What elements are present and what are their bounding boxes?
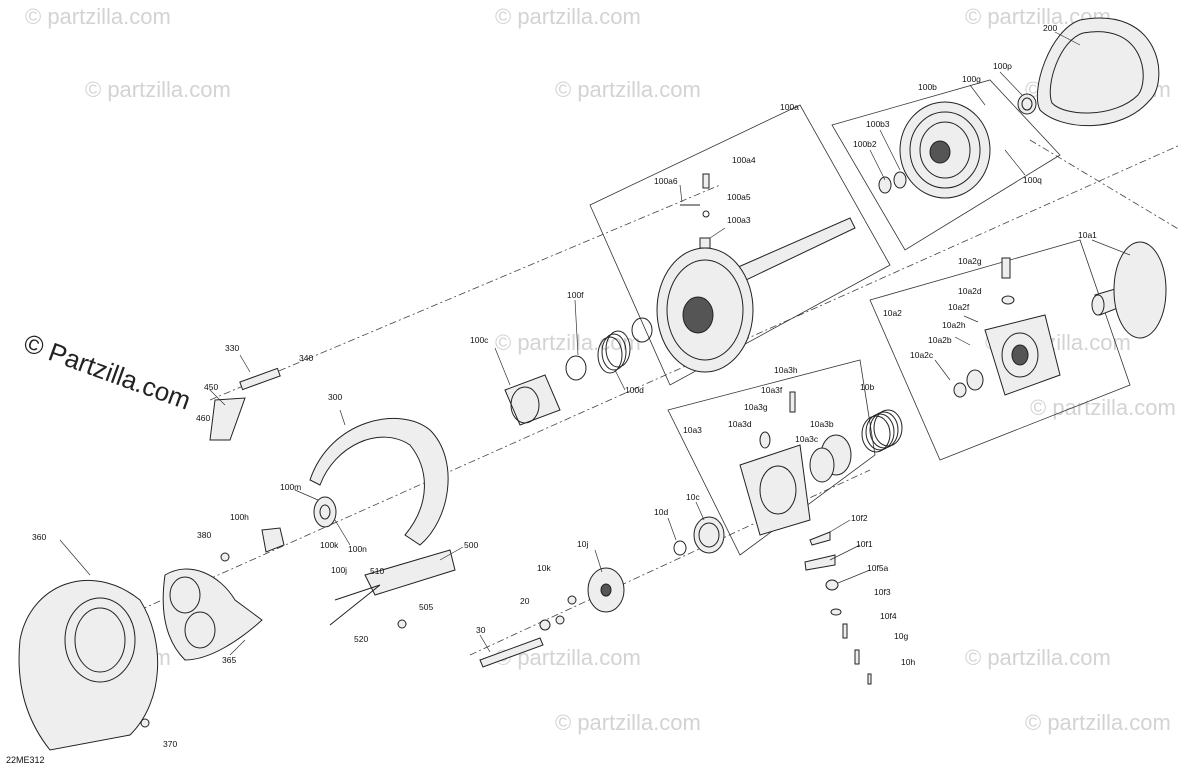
part-label-520: 520 (354, 634, 368, 644)
roller-housing (739, 391, 852, 536)
part-label-100n: 100n (348, 544, 367, 554)
part-label-100p: 100p (993, 61, 1012, 71)
part-label-10a3: 10a3 (683, 425, 702, 435)
part-label-10a1: 10a1 (1078, 230, 1097, 240)
part-label-100b3: 100b3 (866, 119, 890, 129)
part-label-10a2h: 10a2h (942, 320, 966, 330)
part-label-100a5: 100a5 (727, 192, 751, 202)
watermark: © partzilla.com (495, 4, 641, 29)
watermark: © partzilla.com (965, 645, 1111, 670)
part-label-100j: 100j (331, 565, 347, 575)
part-label-10a2b: 10a2b (928, 335, 952, 345)
part-label-100g: 100g (962, 74, 981, 84)
part-label-100a3: 100a3 (727, 215, 751, 225)
weights-stack (804, 531, 872, 685)
part-label-10g: 10g (894, 631, 908, 641)
part-label-10d: 10d (654, 507, 668, 517)
part-label-200: 200 (1043, 23, 1057, 33)
part-label-10b: 10b (860, 382, 874, 392)
part-label-370: 370 (163, 739, 177, 749)
part-label-10a3b: 10a3b (810, 419, 834, 429)
driven-cam (504, 317, 653, 426)
part-label-10j: 10j (577, 539, 588, 549)
watermark-main: © Partzilla.com (20, 327, 195, 415)
watermark: © partzilla.com (555, 710, 701, 735)
part-label-10h: 10h (901, 657, 915, 667)
belt-guard (309, 417, 449, 546)
bearing-and-plate (479, 516, 725, 668)
part-label-10f4: 10f4 (880, 611, 897, 621)
watermark: © partzilla.com (1025, 710, 1171, 735)
part-label-365: 365 (222, 655, 236, 665)
part-label-10c: 10c (686, 492, 700, 502)
watermark: © partzilla.com (25, 4, 171, 29)
part-label-10a2c: 10a2c (910, 350, 934, 360)
housing (18, 568, 263, 751)
part-label-20: 20 (520, 596, 530, 606)
part-label-100k: 100k (320, 540, 339, 550)
part-label-360: 360 (32, 532, 46, 542)
part-label-10f1: 10f1 (856, 539, 873, 549)
part-label-10f5a: 10f5a (867, 563, 889, 573)
part-label-10a3h: 10a3h (774, 365, 798, 375)
part-label-10a2d: 10a2d (958, 286, 982, 296)
left-components (140, 367, 456, 728)
fixed-sheave-shaft (656, 173, 856, 373)
driven-sheave (878, 93, 1037, 199)
part-label-100h: 100h (230, 512, 249, 522)
part-label-380: 380 (197, 530, 211, 540)
part-label-500: 500 (464, 540, 478, 550)
part-label-10a3d: 10a3d (728, 419, 752, 429)
part-label-100c: 100c (470, 335, 489, 345)
part-label-330: 330 (225, 343, 239, 353)
part-label-100b: 100b (918, 82, 937, 92)
assembly-axes (139, 139, 1181, 656)
part-label-10a2f: 10a2f (948, 302, 970, 312)
part-labels: 200 100p 100g 100b 100b3 100b2 100q 100a… (6, 23, 1097, 765)
part-label-30: 30 (476, 625, 486, 635)
part-label-10a3f: 10a3f (761, 385, 783, 395)
watermark: © partzilla.com (555, 77, 701, 102)
part-label-100m: 100m (280, 482, 301, 492)
part-label-100a: 100a (780, 102, 799, 112)
part-label-100d: 100d (625, 385, 644, 395)
watermark: © partzilla.com (1030, 395, 1176, 420)
part-label-100q: 100q (1023, 175, 1042, 185)
part-label-100f: 100f (567, 290, 584, 300)
leader-lines (59, 31, 1131, 656)
part-label-10a2g: 10a2g (958, 256, 982, 266)
part-label-100a6: 100a6 (654, 176, 678, 186)
part-label-10a2: 10a2 (883, 308, 902, 318)
part-label-450: 450 (204, 382, 218, 392)
part-label-10a3g: 10a3g (744, 402, 768, 412)
diagram-code: 22ME312 (6, 755, 45, 765)
watermark: © partzilla.com (85, 77, 231, 102)
part-label-100b2: 100b2 (853, 139, 877, 149)
drive-belt (1036, 17, 1160, 127)
part-label-460: 460 (196, 413, 210, 423)
part-label-300: 300 (328, 392, 342, 402)
movable-sheave (953, 241, 1167, 398)
part-label-100a4: 100a4 (732, 155, 756, 165)
spring (861, 409, 903, 453)
watermarks: © partzilla.com © partzilla.com © partzi… (20, 4, 1176, 735)
part-label-340: 340 (299, 353, 313, 363)
part-label-10f2: 10f2 (851, 513, 868, 523)
part-label-10a3c: 10a3c (795, 434, 819, 444)
part-label-510: 510 (370, 566, 384, 576)
part-label-10f3: 10f3 (874, 587, 891, 597)
part-label-505: 505 (419, 602, 433, 612)
part-label-10k: 10k (537, 563, 551, 573)
